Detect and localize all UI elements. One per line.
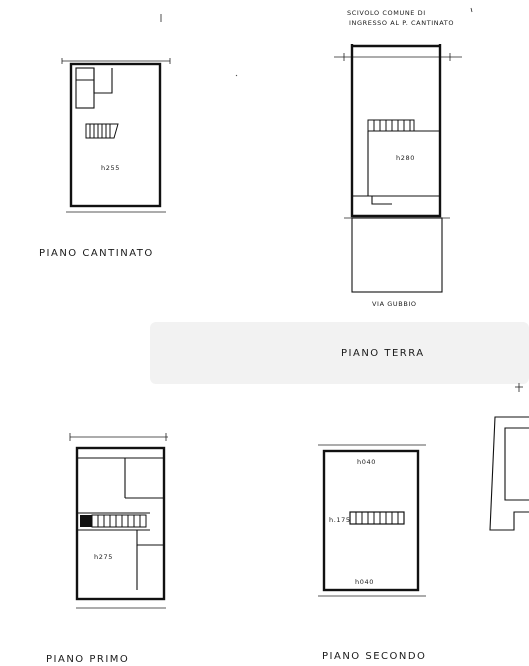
- second-outer-wall: [322, 449, 420, 592]
- ground-note-line2: INGRESSO AL P. CANTINATO: [349, 19, 454, 27]
- second-title: PIANO SECONDO: [322, 651, 426, 662]
- second-height-mid: h.175: [329, 516, 351, 524]
- ground-stair: [367, 119, 415, 132]
- ground-height-label: h280: [396, 154, 415, 162]
- second-height-bottom: h040: [355, 578, 374, 586]
- first-outer-wall: [75, 446, 166, 601]
- ground-title: PIANO TERRA: [341, 348, 425, 359]
- first-height-label: h275: [94, 553, 113, 561]
- first-title: PIANO PRIMO: [46, 654, 129, 665]
- plan-ground: SCIVOLO COMUNE DI INGRESSO AL P. CANTINA…: [334, 9, 462, 359]
- plan-basement: h255 PIANO CANTINATO: [39, 58, 171, 259]
- scan-smudge: [150, 322, 529, 384]
- plan-first: h275 PIANO PRIMO: [46, 433, 168, 665]
- ground-outer-wall: [350, 44, 442, 218]
- second-stair: [349, 511, 405, 525]
- basement-stair: [85, 123, 119, 139]
- registration-marks: [160, 7, 523, 392]
- basement-outer-wall: [69, 62, 162, 208]
- ground-note-line1: SCIVOLO COMUNE DI: [347, 9, 426, 17]
- plan-second: h040 h.175 h040 PIANO SECONDO: [318, 444, 426, 662]
- first-stair: [80, 514, 147, 528]
- second-height-top: h040: [357, 458, 376, 466]
- basement-title: PIANO CANTINATO: [39, 248, 154, 259]
- ground-street-label: VIA GUBBIO: [372, 300, 417, 308]
- basement-height-label: h255: [101, 164, 120, 172]
- partial-plan-edge: [489, 416, 529, 531]
- ground-courtyard: [351, 217, 443, 293]
